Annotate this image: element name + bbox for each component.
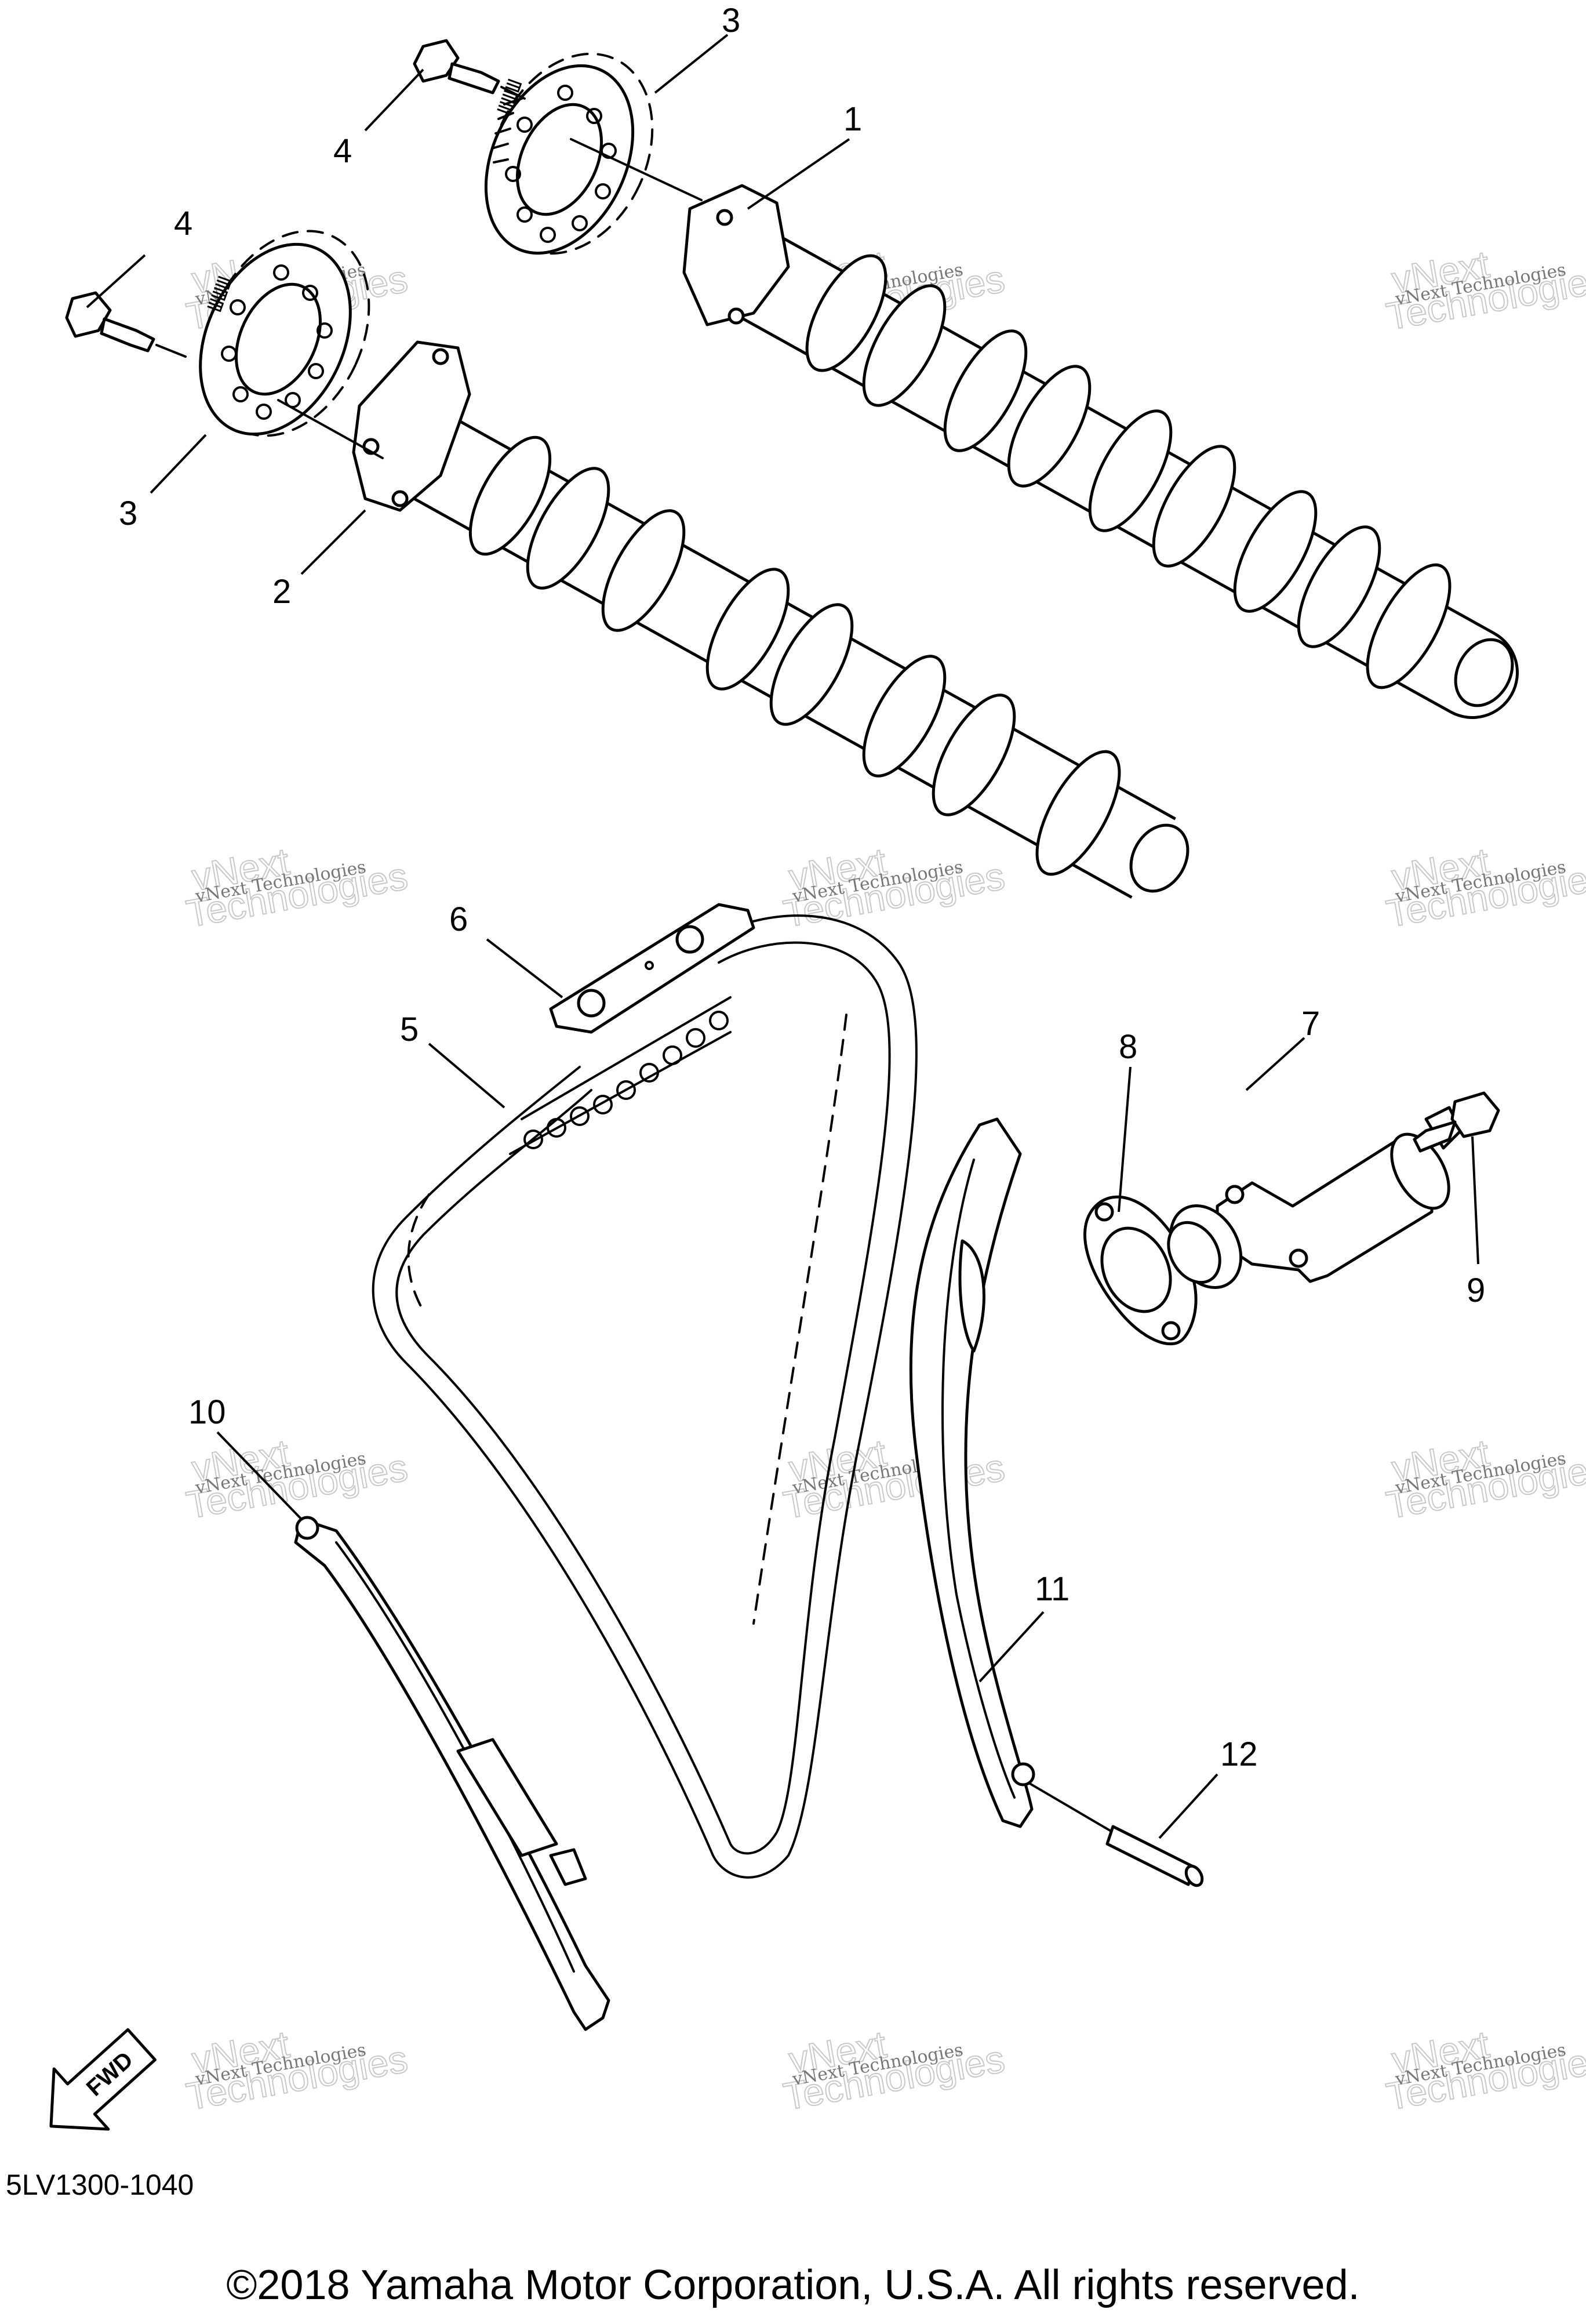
cam-sprocket-lower: ШШШ <box>199 230 384 459</box>
callout-3-upper: 3 <box>722 2 740 39</box>
callout-2: 2 <box>272 573 291 611</box>
camshaft-2 <box>352 340 1197 902</box>
callouts: 1 2 3 3 4 4 5 6 7 8 9 10 11 12 <box>119 2 1485 1773</box>
timing-chain <box>372 914 918 1879</box>
copyright-notice: ©2018 Yamaha Motor Corporation, U.S.A. A… <box>226 2262 1359 2308</box>
leader-lines <box>86 34 1479 1839</box>
bolt-lower <box>65 291 187 358</box>
cam-sprocket-upper: ШШШ <box>484 52 703 255</box>
watermark: vNext Technologies vNext Technologies <box>1383 839 1586 936</box>
tensioner-gasket <box>1083 1195 1198 1346</box>
watermark: vNext Technologies vNext Technologies <box>780 1430 1008 1527</box>
callout-9: 9 <box>1467 1272 1485 1309</box>
callout-4-lower: 4 <box>174 205 192 242</box>
watermark: vNext Technologies vNext Technologies <box>183 839 411 936</box>
callout-5: 5 <box>400 1011 419 1048</box>
watermark: vNext Technologies vNext Technologies <box>1383 1430 1586 1527</box>
chain-guide-front <box>294 1516 610 2031</box>
chain-guide-top <box>549 903 755 1034</box>
fwd-arrow-icon: FWD <box>49 2028 157 2131</box>
callout-7: 7 <box>1301 1005 1320 1043</box>
chain-guide-rear <box>909 1117 1114 1833</box>
callout-8: 8 <box>1119 1028 1137 1066</box>
callout-1: 1 <box>843 100 862 138</box>
watermark: vNext Technologies vNext Technologies <box>183 2022 411 2119</box>
tensioner-bolt <box>1413 1091 1500 1153</box>
chain-tensioner <box>1167 1106 1463 1290</box>
callout-4-upper: 4 <box>333 132 352 170</box>
callout-6: 6 <box>449 900 468 938</box>
watermark: vNext Technologies vNext Technologies <box>780 839 1008 936</box>
camshaft-1 <box>682 184 1519 719</box>
callout-3-lower: 3 <box>119 495 137 532</box>
watermark: vNext Technologies vNext Technologies <box>780 2022 1008 2119</box>
callout-12: 12 <box>1220 1735 1258 1773</box>
guide-pin <box>1105 1825 1204 1887</box>
callout-10: 10 <box>188 1393 226 1431</box>
callout-11: 11 <box>1035 1570 1070 1608</box>
diagram-code: 5LV1300-1040 <box>6 2169 194 2201</box>
watermark: vNext Technologies vNext Technologies <box>1383 2022 1586 2119</box>
bolt-upper <box>413 39 526 100</box>
watermark: vNext Technologies vNext Technologies <box>1383 242 1586 339</box>
